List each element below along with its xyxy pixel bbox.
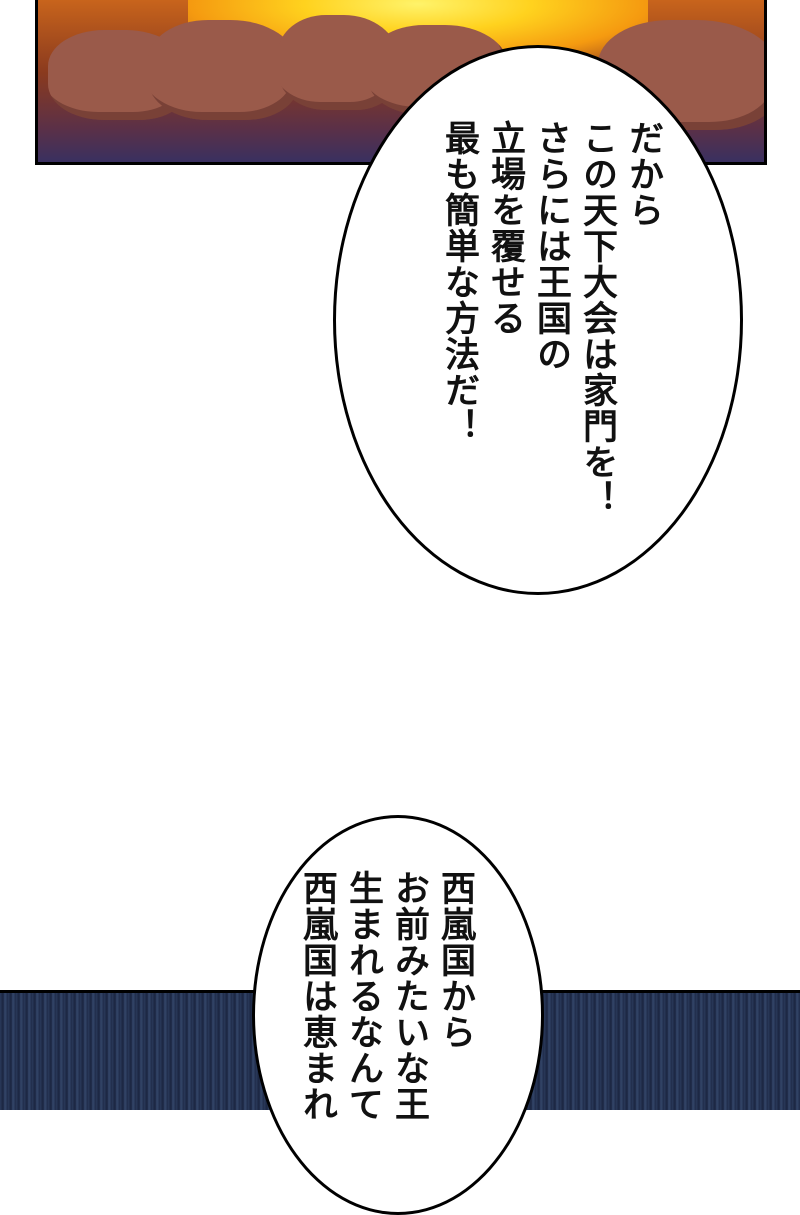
speech-line: さらには王国の <box>531 120 571 372</box>
speech-line: 最も簡単な方法だ！ <box>439 120 479 444</box>
speech-line: だから <box>623 120 663 228</box>
speech-line: 西嵐国から <box>435 870 475 1050</box>
speech-text-2: 西嵐国から お前みたいな王 生まれるなんて 西嵐国は恵まれ <box>294 870 478 1122</box>
speech-bubble-1 <box>333 45 743 595</box>
speech-line: 立場を覆せる <box>485 120 525 336</box>
speech-line: 生まれるなんて <box>343 870 383 1122</box>
speech-line: この天下大会は家門を！ <box>577 120 617 516</box>
speech-line: 西嵐国は恵まれ <box>297 870 337 1122</box>
speech-line: お前みたいな王 <box>389 870 429 1122</box>
speech-text-1: だから この天下大会は家門を！ さらには王国の 立場を覆せる 最も簡単な方法だ！ <box>436 120 666 516</box>
rock <box>148 20 298 120</box>
top-panel-fire-scene <box>35 0 767 165</box>
